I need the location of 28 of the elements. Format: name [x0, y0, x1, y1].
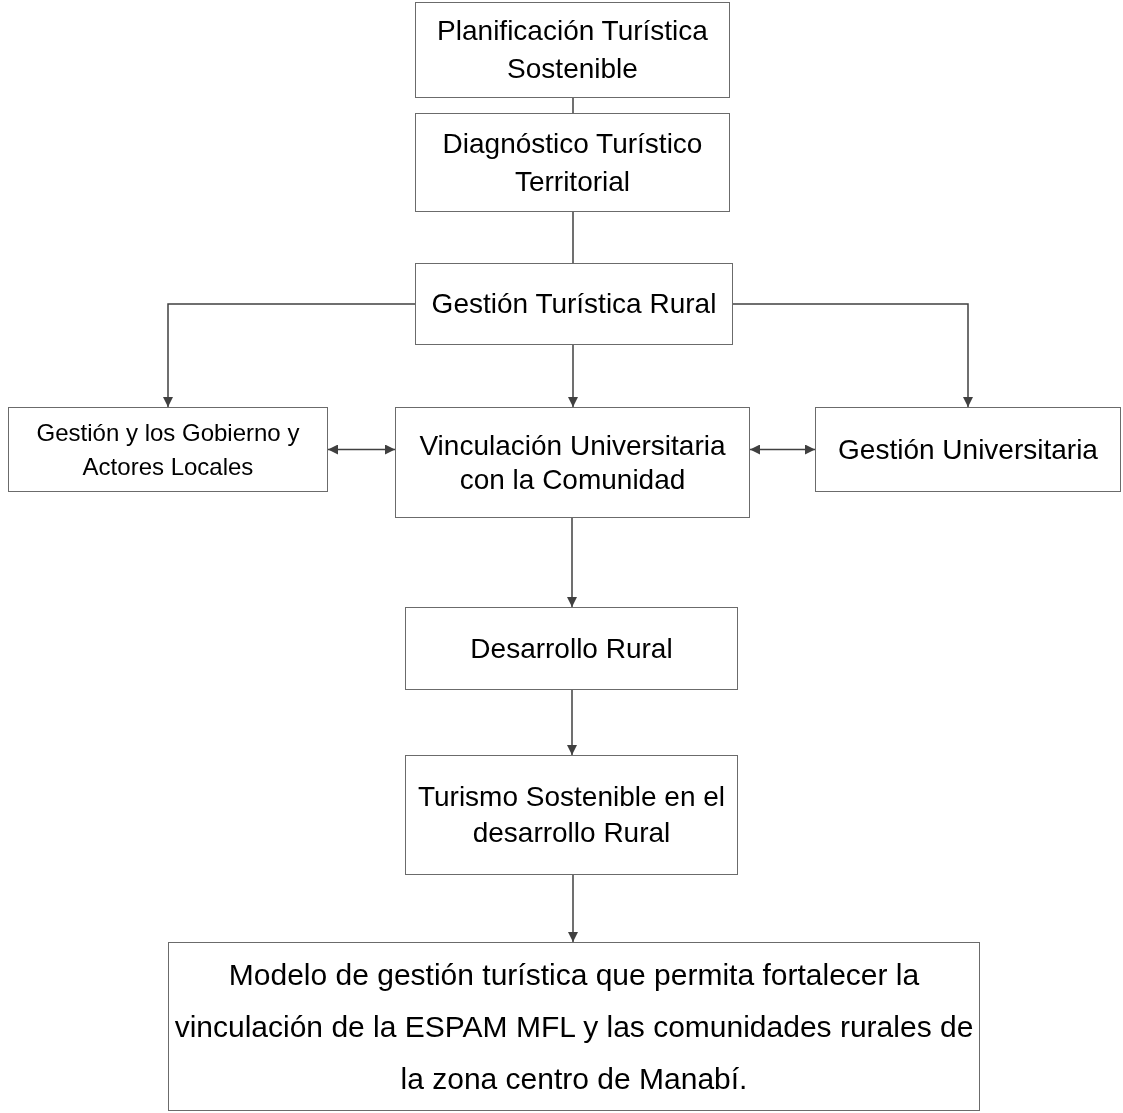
arrow [568, 874, 578, 943]
arrow [327, 444, 396, 455]
box-label: Gestión Turística Rural [431, 287, 717, 321]
connector-line [572, 97, 574, 114]
process-box [815, 407, 1121, 492]
box-label: Planificación Turística Sostenible [436, 14, 709, 86]
process-box [415, 113, 730, 212]
box-label: Gestión Universitaria [838, 432, 1098, 467]
process-box [405, 755, 738, 875]
arrow [749, 444, 816, 455]
arrow [568, 344, 578, 408]
box-label: Turismo Sostenible en el desarrollo Rural [416, 780, 727, 850]
process-box [415, 263, 733, 345]
process-box [415, 2, 730, 98]
process-box [395, 407, 750, 518]
box-label: Desarrollo Rural [470, 631, 673, 666]
process-box [405, 607, 738, 690]
box-label: Vinculación Universitaria con la Comunidad [418, 428, 727, 497]
process-box [168, 942, 980, 1111]
process-box [8, 407, 328, 492]
box-label: Modelo de gestión turística que permita fortalecer la vinculación de la ESPAM MFL y las comunidades rurales de la zona centro de Manabí. [173, 956, 975, 1097]
arrow [163, 303, 416, 408]
arrow [732, 303, 973, 408]
box-label: Diagnóstico Turístico Territorial [441, 126, 704, 199]
box-label: Gestión y los Gobierno y Actores Locales [35, 417, 301, 482]
arrow [567, 689, 577, 756]
arrow [567, 517, 577, 608]
connector-line [572, 211, 574, 264]
